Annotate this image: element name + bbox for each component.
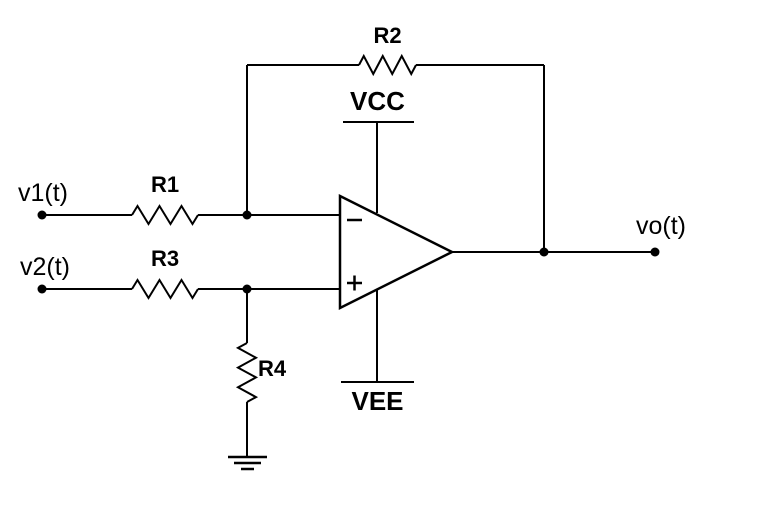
terminal-vo [650, 247, 660, 257]
resistor-r1-zigzag [131, 204, 199, 226]
v2-source-label: v2(t) [20, 253, 70, 281]
node-inverting-junction [242, 210, 252, 220]
terminal-v2 [37, 284, 47, 294]
vcc-rail-label: VCC [350, 86, 405, 116]
resistor-r3-label: R3 [150, 246, 180, 271]
vee-rail-label: VEE [351, 386, 404, 416]
vee-supply-icon [341, 288, 414, 383]
node-noninverting-junction [242, 284, 252, 294]
resistor-r4-label: R4 [258, 356, 287, 381]
resistor-r2-zigzag [358, 53, 417, 77]
node-output-feedback-junction [539, 247, 549, 257]
vo-output-label: vo(t) [636, 212, 686, 240]
resistor-r3-zigzag [131, 278, 199, 300]
noninverting-input-plus-icon [347, 275, 362, 291]
v1-source-label: v1(t) [18, 179, 68, 207]
resistor-r1-label: R1 [150, 172, 180, 197]
resistor-r4-zigzag [235, 342, 259, 403]
vcc-supply-icon [343, 121, 414, 213]
terminal-v1 [37, 210, 47, 220]
opamp-triangle [338, 193, 455, 311]
resistor-r2-label: R2 [373, 23, 402, 48]
ground-icon [228, 455, 267, 471]
